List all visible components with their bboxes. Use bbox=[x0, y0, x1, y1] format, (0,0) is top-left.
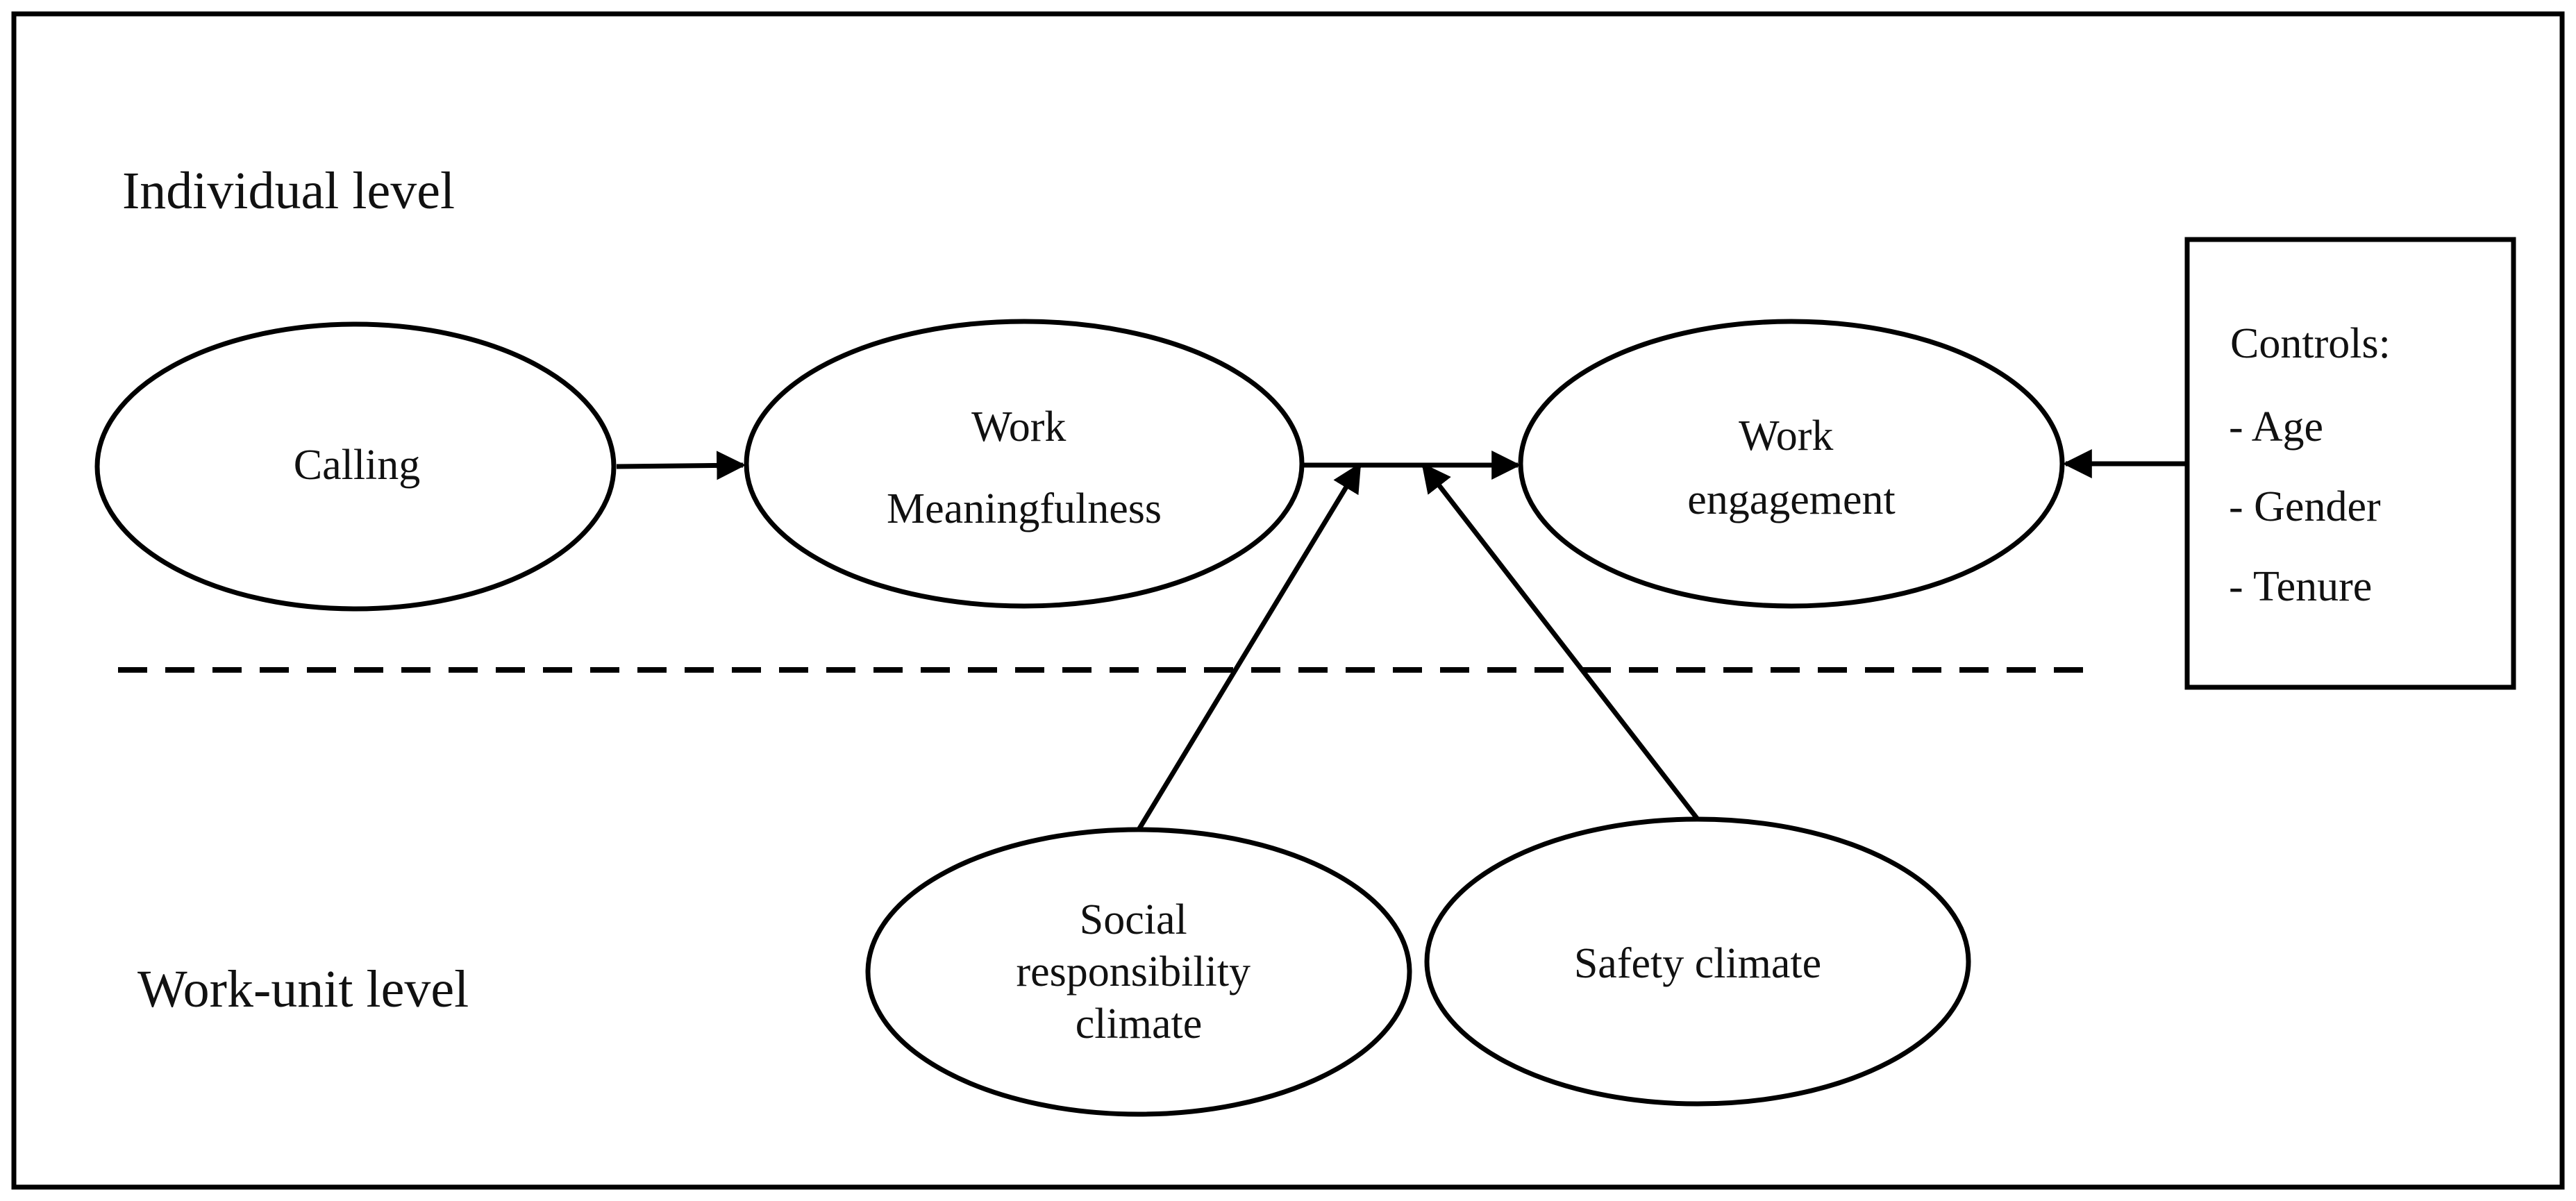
node-calling-line-1: Calling bbox=[294, 442, 421, 489]
edge-calling-to-meaningfulness bbox=[616, 451, 746, 480]
node-work-engagement-line-2: engagement bbox=[1687, 476, 1896, 523]
node-calling-ellipse bbox=[94, 321, 617, 612]
controls-box-frame bbox=[2184, 237, 2516, 690]
node-work-engagement: Work engagement bbox=[1518, 319, 2065, 609]
node-work-meaningfulness-ellipse bbox=[744, 319, 1305, 609]
controls-title: Controls: bbox=[2230, 320, 2391, 367]
work-unit-level-label: Work-unit level bbox=[137, 960, 469, 1018]
node-social-responsibility-climate-label: Social responsibility climate bbox=[1016, 896, 1261, 1048]
controls-item-tenure: - Tenure bbox=[2229, 563, 2372, 610]
node-work-meaningfulness-line-1: Work bbox=[971, 403, 1066, 451]
controls-box: Controls: - Age - Gender - Tenure bbox=[2184, 237, 2516, 690]
node-safety-climate-line-1: Safety climate bbox=[1574, 940, 1821, 987]
node-work-engagement-ellipse bbox=[1518, 319, 2065, 609]
controls-item-gender: - Gender bbox=[2229, 483, 2381, 530]
node-safety-climate-ellipse bbox=[1424, 816, 1971, 1107]
node-work-engagement-line-1: Work bbox=[1739, 412, 1833, 460]
node-calling: Calling bbox=[94, 321, 617, 612]
node-social-responsibility-climate-line-3: climate bbox=[1076, 1000, 1202, 1048]
node-work-engagement-label: Work engagement bbox=[1687, 412, 1896, 523]
node-safety-climate: Safety climate bbox=[1424, 816, 1971, 1107]
node-work-meaningfulness: Work Meaningfulness bbox=[744, 319, 1305, 609]
edge-safety-climate-moderation bbox=[1421, 462, 1700, 821]
edge-social-responsibility-moderation bbox=[1137, 462, 1362, 831]
node-calling-label: Calling bbox=[294, 442, 421, 489]
node-social-responsibility-climate-ellipse bbox=[865, 827, 1412, 1117]
individual-level-label: Individual level bbox=[122, 162, 455, 220]
node-safety-climate-label: Safety climate bbox=[1574, 940, 1821, 987]
node-social-responsibility-climate: Social responsibility climate bbox=[865, 827, 1412, 1117]
node-social-responsibility-climate-line-2: responsibility bbox=[1016, 948, 1251, 996]
node-work-meaningfulness-line-2: Meaningfulness bbox=[887, 485, 1162, 532]
controls-item-age: - Age bbox=[2229, 403, 2323, 451]
outer-frame bbox=[11, 11, 2565, 1190]
node-social-responsibility-climate-line-1: Social bbox=[1080, 896, 1187, 943]
node-work-meaningfulness-label: Work Meaningfulness bbox=[887, 403, 1162, 532]
